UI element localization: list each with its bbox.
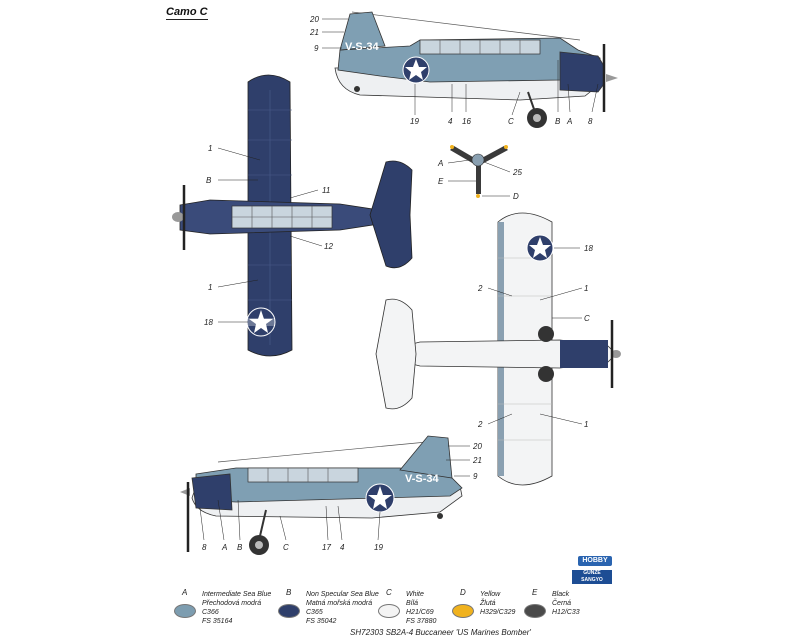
color-swatch <box>524 604 546 618</box>
side-view-top: V-S-34 20 21 9 19 4 16 C B A 8 <box>309 11 618 128</box>
tail-lower <box>375 298 417 410</box>
callout: 21 <box>472 456 482 465</box>
callout: A <box>566 117 572 126</box>
callout: 21 <box>309 28 319 37</box>
spinner-lower <box>611 350 621 358</box>
tail-wheel <box>437 513 443 519</box>
legend-line: White <box>406 591 424 598</box>
gunze-logo: GUNZE SANGYO <box>572 570 612 584</box>
callout: 1 <box>584 420 588 429</box>
color-swatch <box>174 604 196 618</box>
callout: 20 <box>472 442 482 451</box>
side-view-bottom: V-S-34 20 21 9 8 A B C 17 4 19 <box>180 435 482 555</box>
callout: 19 <box>374 543 383 552</box>
callout: 8 <box>588 117 593 126</box>
legend-letter: A <box>182 588 188 597</box>
legend-letter: B <box>286 588 292 597</box>
tail-plan <box>369 160 413 269</box>
callout: A <box>221 543 227 552</box>
blade <box>450 146 478 164</box>
wheel-lower <box>538 366 554 382</box>
callout: 1 <box>584 284 588 293</box>
spinner-plan <box>172 212 184 222</box>
callout: B <box>237 543 243 552</box>
propeller-front: A E 25 D <box>437 145 522 201</box>
callout: B <box>206 176 212 185</box>
callout: A <box>437 159 443 168</box>
plan-view-lower: 18 2 1 C 2 1 <box>375 212 621 486</box>
color-swatch <box>378 604 400 618</box>
callout: C <box>283 543 289 552</box>
callout: 19 <box>410 117 419 126</box>
callout: B <box>555 117 561 126</box>
legend-line: H21/C69 <box>406 609 434 616</box>
callout: E <box>438 177 444 186</box>
legend-line: Intermediate Sea Blue <box>202 591 272 598</box>
legend-line: Žlutá <box>480 600 496 607</box>
sheet-caption: SH72303 SB2A-4 Buccaneer 'US Marines Bom… <box>350 628 531 637</box>
legend-letter: E <box>532 588 538 597</box>
legend-line: C365 <box>306 609 323 616</box>
callout: 12 <box>324 242 333 251</box>
blade <box>476 162 481 194</box>
codes-side: V-S-34 <box>405 473 440 485</box>
legend-line: H12/C33 <box>552 609 580 616</box>
legend-line: Non Specular Sea Blue <box>306 591 379 598</box>
tail-fin <box>399 435 453 479</box>
legend-letter: D <box>460 588 466 597</box>
legend-line: FS 37880 <box>406 618 437 625</box>
blade <box>478 146 508 164</box>
callout: 9 <box>314 44 319 53</box>
antenna-wire <box>217 439 449 463</box>
legend-line: Black <box>552 591 570 598</box>
callout: 4 <box>448 117 453 126</box>
callout: 4 <box>340 543 345 552</box>
callout: 9 <box>473 472 478 481</box>
callout: 11 <box>322 186 330 195</box>
tail-fin <box>339 11 386 51</box>
legend-line: Matná mořská modrá <box>306 600 373 607</box>
codes-side: V-S-34 <box>345 41 380 53</box>
color-swatch <box>452 604 474 618</box>
legend-line: H329/C329 <box>480 609 516 616</box>
callout: 20 <box>309 15 319 24</box>
legend-line: FS 35042 <box>306 618 337 625</box>
callout: C <box>584 314 590 323</box>
color-swatch <box>278 604 300 618</box>
canopy <box>247 467 359 483</box>
callout: 16 <box>462 117 471 126</box>
callout: C <box>508 117 514 126</box>
legend-line: Bílá <box>406 600 419 607</box>
legend-letter: C <box>386 588 392 597</box>
callout: 2 <box>477 420 483 429</box>
callout: 8 <box>202 543 207 552</box>
antenna-wire <box>351 11 581 41</box>
hobby-logo: HOBBY <box>578 556 612 566</box>
camo-title: Camo C <box>166 6 208 20</box>
callout: D <box>513 192 519 201</box>
prop-hub <box>471 153 485 167</box>
callout: 1 <box>208 283 212 292</box>
callout: 25 <box>512 168 522 177</box>
wheel-lower <box>538 326 554 342</box>
legend-line: C366 <box>202 609 219 616</box>
plan-view-upper: 1 B 11 12 1 18 <box>172 74 413 357</box>
cowl-lower <box>560 340 608 368</box>
callout: 1 <box>208 144 212 153</box>
legend-line: FS 35164 <box>202 618 233 625</box>
callout: 18 <box>204 318 213 327</box>
engine-cowl <box>191 473 233 511</box>
legend-line: Yellow <box>480 591 501 598</box>
tail-wheel <box>354 86 360 92</box>
callout: 18 <box>584 244 593 253</box>
legend-line: Černá <box>552 600 572 607</box>
legend-line: Přechodová modrá <box>202 600 262 607</box>
callout: 2 <box>477 284 483 293</box>
spinner <box>606 74 618 82</box>
callout: 17 <box>322 543 331 552</box>
